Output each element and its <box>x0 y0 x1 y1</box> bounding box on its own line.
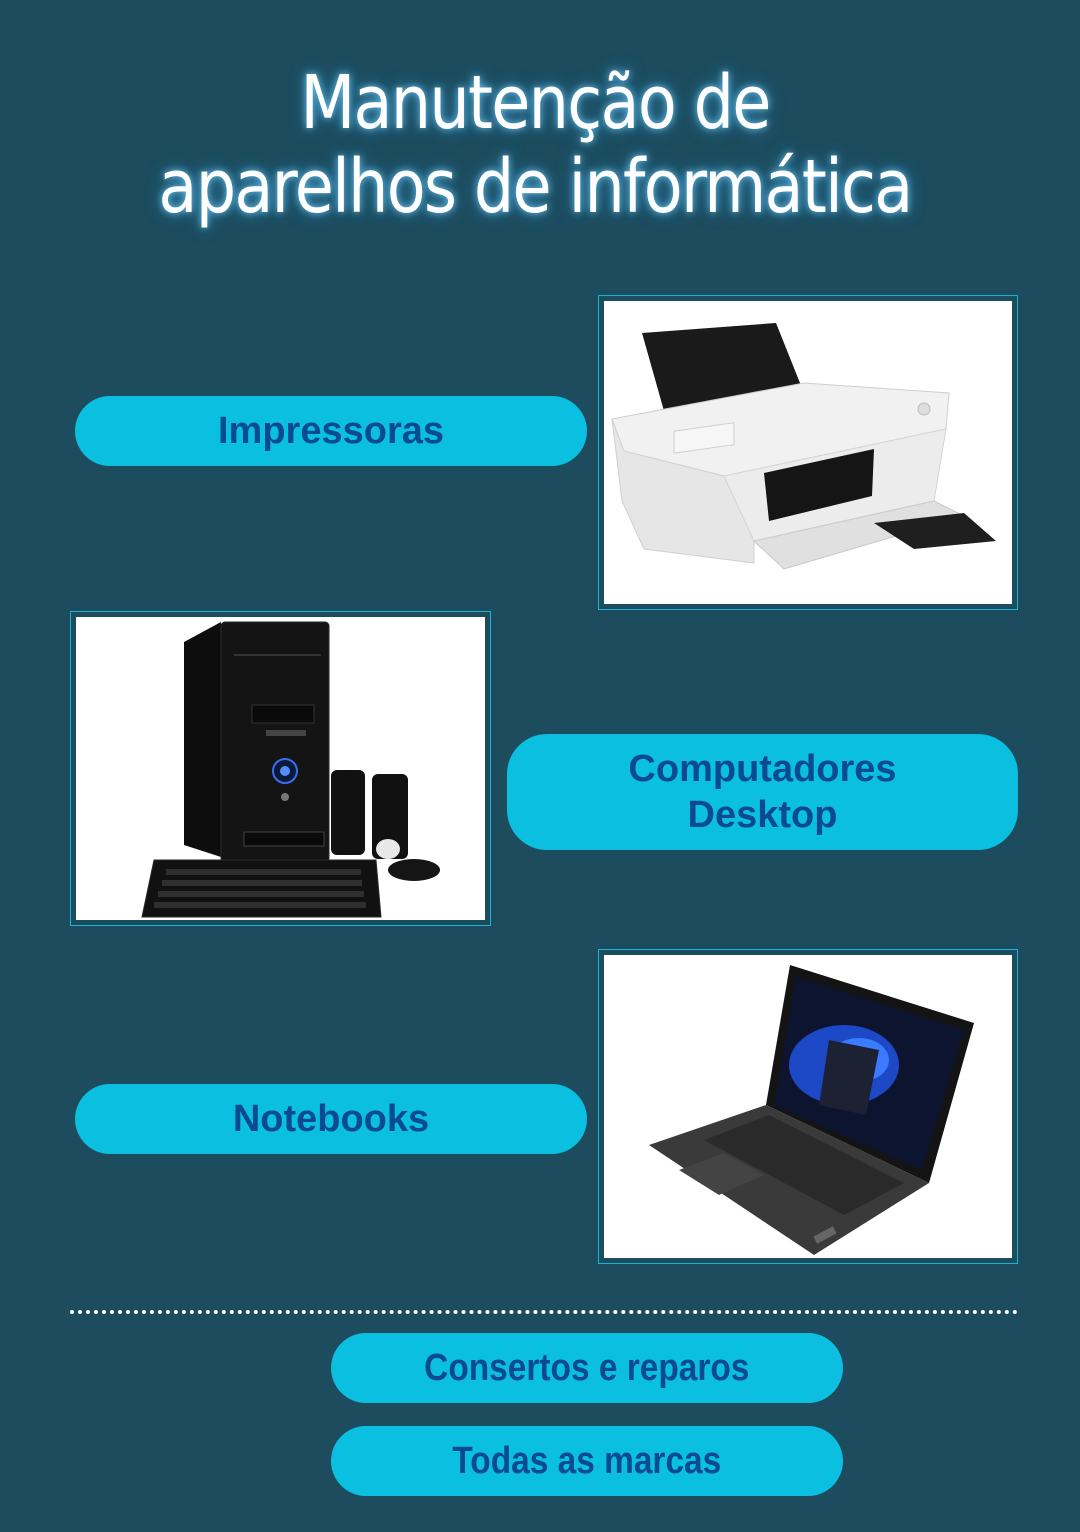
printer-image-frame <box>598 295 1018 610</box>
printer-icon <box>611 323 996 570</box>
service-label: Consertos e reparos <box>424 1347 750 1389</box>
category-pill-desktops: Computadores Desktop <box>507 734 1018 850</box>
page-title: Manutenção de aparelhos de informática <box>0 61 1080 229</box>
laptop-image <box>604 955 1012 1258</box>
category-pill-printers: Impressoras <box>75 396 587 466</box>
desktop-computer-icon <box>141 621 440 918</box>
category-pill-notebooks: Notebooks <box>75 1084 587 1154</box>
category-label: Impressoras <box>217 410 444 452</box>
laptop-icon <box>649 965 974 1255</box>
title-line-2: aparelhos de informática <box>158 144 913 231</box>
category-label: Notebooks <box>232 1098 430 1140</box>
desktop-image-frame <box>70 611 491 926</box>
service-pill-repairs: Consertos e reparos <box>331 1333 843 1403</box>
dotted-divider <box>70 1310 1018 1314</box>
category-label-line-1: Computadores <box>628 748 897 790</box>
service-pill-all-brands: Todas as marcas <box>331 1426 843 1496</box>
printer-image <box>604 301 1012 604</box>
desktop-computer-image <box>76 617 485 920</box>
title-line-1: Manutenção de <box>300 60 771 147</box>
service-label: Todas as marcas <box>452 1440 722 1482</box>
category-label-line-2: Desktop <box>687 794 838 836</box>
laptop-image-frame <box>598 949 1018 1264</box>
